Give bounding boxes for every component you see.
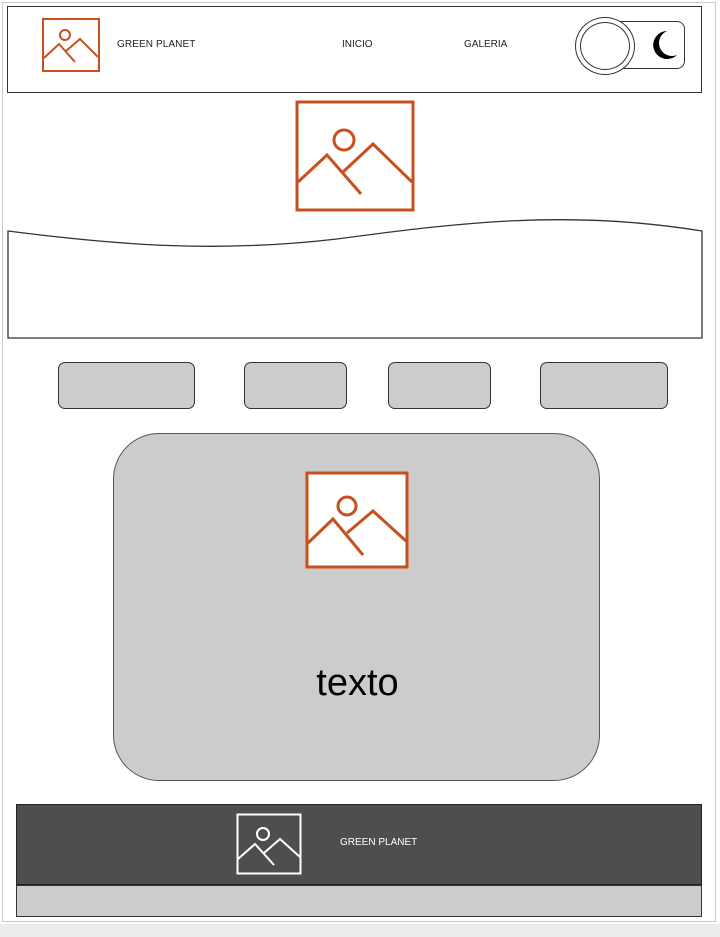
nav-link-inicio[interactable]: INICIO [342, 39, 373, 50]
image-placeholder-icon [295, 100, 415, 212]
hero-banner [7, 219, 703, 339]
nav-link-galeria[interactable]: GALERIA [464, 39, 508, 50]
menu-button-4[interactable] [540, 362, 668, 409]
card-text: texto [316, 662, 399, 704]
subfooter-bar [16, 885, 702, 917]
menu-button-3[interactable] [388, 362, 491, 409]
image-placeholder-icon [236, 813, 302, 875]
menu-button-2[interactable] [244, 362, 347, 409]
content-card: texto [113, 433, 600, 781]
menu-button-1[interactable] [58, 362, 195, 409]
theme-toggle[interactable] [575, 17, 685, 75]
footer-brand: GREEN PLANET [340, 837, 418, 848]
footer: GREEN PLANET [16, 804, 702, 885]
moon-icon [653, 31, 677, 59]
page-frame [2, 2, 716, 922]
header: GREEN PLANET INICIO GALERIA [7, 6, 702, 93]
toggle-knob [575, 17, 635, 75]
bottom-strip [0, 924, 720, 937]
image-placeholder-icon [305, 471, 409, 569]
brand-name: GREEN PLANET [117, 39, 196, 50]
image-placeholder-icon[interactable] [42, 18, 100, 72]
